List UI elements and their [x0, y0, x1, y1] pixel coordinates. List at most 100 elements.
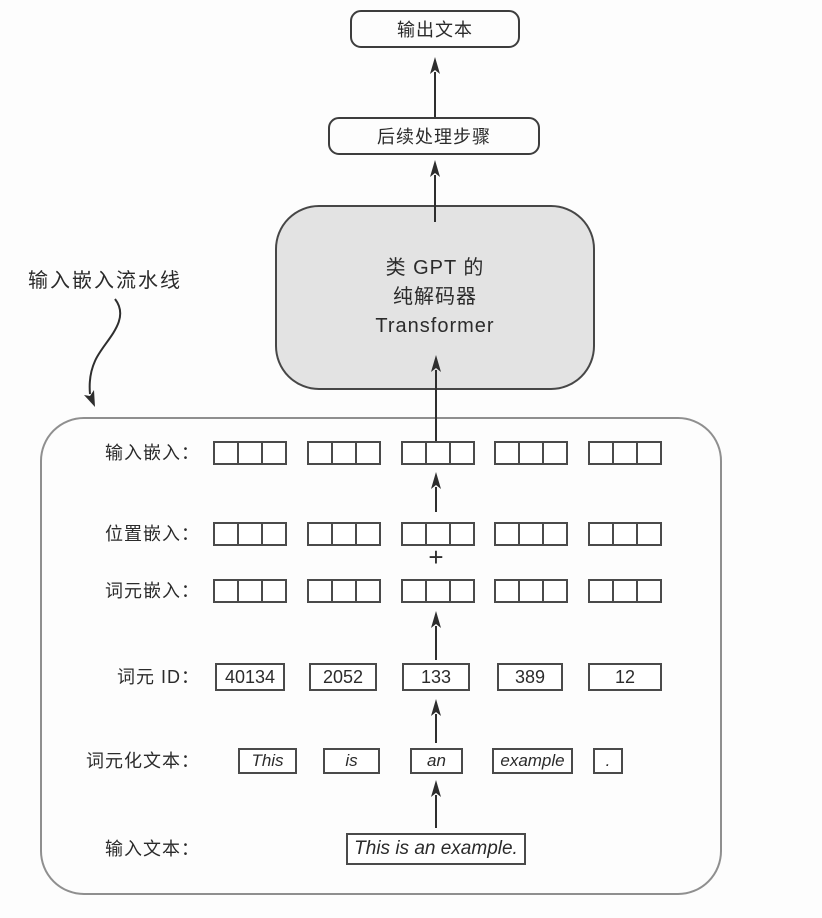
embedding-cell [306, 522, 333, 546]
transformer-box: 类 GPT 的 纯解码器 Transformer [275, 205, 595, 390]
token-id-value: 12 [614, 666, 636, 687]
embedding-cell [518, 579, 545, 603]
embedding-cell [400, 579, 427, 603]
embedding-cell [237, 579, 263, 603]
embedding-cell [448, 522, 475, 546]
token-box: This [238, 748, 297, 774]
transformer-line2: 纯解码器 [393, 286, 477, 308]
embedding-cell-group [400, 522, 475, 546]
input-sentence-value: This is an example. [354, 838, 518, 859]
embedding-cell [261, 579, 287, 603]
embedding-cell-group [400, 579, 475, 603]
transformer-line1: 类 GPT 的 [385, 257, 485, 279]
embedding-cell-group [494, 441, 569, 465]
output-text-label: 输出文本 [397, 20, 473, 40]
pipeline-container [40, 417, 722, 895]
embedding-cell [354, 441, 381, 465]
token-value: . [605, 751, 611, 770]
arrowhead-annotation-icon [84, 390, 95, 407]
embedding-cell-group [494, 579, 569, 603]
embedding-cell [237, 522, 263, 546]
embedding-cell [424, 522, 451, 546]
embedding-cell [261, 522, 287, 546]
token-box: example [492, 748, 573, 774]
token-box: . [593, 748, 623, 774]
token-id-value: 2052 [322, 666, 364, 687]
token-id-box: 2052 [309, 663, 377, 691]
token-id-value: 133 [420, 666, 452, 687]
embedding-cell-group [306, 522, 381, 546]
embedding-cell [330, 579, 357, 603]
embedding-cell [237, 441, 263, 465]
embedding-cell [542, 441, 569, 465]
token-id-box: 389 [497, 663, 563, 691]
embedding-cell [424, 441, 451, 465]
embedding-cell [213, 522, 239, 546]
transformer-line3: Transformer [375, 315, 495, 337]
position-embedding-cells-row [213, 522, 662, 546]
pipeline-annotation-label: 输入嵌入流水线 [28, 270, 182, 292]
input-sentence-box: This is an example. [346, 833, 526, 865]
plus-sign: + [428, 542, 444, 572]
embedding-cell-group [306, 441, 381, 465]
embedding-cell [588, 441, 614, 465]
token-box: an [410, 748, 463, 774]
embedding-cell [636, 441, 662, 465]
token-id-box: 133 [402, 663, 470, 691]
embedding-cell [448, 579, 475, 603]
token-box: is [323, 748, 380, 774]
token-value: is [345, 751, 358, 770]
embedding-cell [213, 441, 239, 465]
embedding-cell [306, 441, 333, 465]
embedding-cell-group [306, 579, 381, 603]
embedding-cell [354, 522, 381, 546]
embedding-cell [261, 441, 287, 465]
embedding-cell [448, 441, 475, 465]
arrowhead-up-icon [430, 57, 440, 74]
embedding-cell [424, 579, 451, 603]
input-embedding-label: 输入嵌入： [105, 443, 200, 463]
token-id-box: 12 [588, 663, 662, 691]
position-embedding-label: 位置嵌入： [105, 524, 200, 544]
embedding-cell [588, 522, 614, 546]
embedding-cell [354, 579, 381, 603]
token-id-label: 词元 ID： [116, 667, 200, 687]
embedding-cell-group [400, 441, 475, 465]
embedding-cell-group [213, 579, 287, 603]
embedding-cell [494, 579, 521, 603]
token-id-value: 40134 [224, 666, 276, 687]
embedding-cell [518, 441, 545, 465]
token-embedding-cells-row [213, 579, 662, 603]
embedding-cell [330, 441, 357, 465]
post-processing-box: 后续处理步骤 [328, 117, 540, 155]
output-text-box: 输出文本 [350, 10, 520, 48]
embedding-cell [612, 522, 638, 546]
post-processing-label: 后续处理步骤 [377, 127, 491, 147]
token-value: an [427, 751, 446, 770]
token-id-value: 389 [514, 666, 546, 687]
embedding-cell [612, 441, 638, 465]
embedding-cell [542, 579, 569, 603]
embedding-cell [636, 579, 662, 603]
embedding-cell-group [588, 579, 662, 603]
embedding-cell [400, 441, 427, 465]
embedding-cell-group [494, 522, 569, 546]
embedding-cell [542, 522, 569, 546]
arrowhead-up-icon [430, 160, 440, 177]
embedding-cell [588, 579, 614, 603]
embedding-cell [330, 522, 357, 546]
curved-annotation-arrow [88, 298, 122, 395]
embedding-cell-group [213, 522, 287, 546]
token-embedding-label: 词元嵌入： [105, 581, 200, 601]
embedding-cell-group [213, 441, 287, 465]
input-embedding-cells-row [213, 441, 662, 465]
embedding-cell [494, 522, 521, 546]
input-text-label: 输入文本： [105, 839, 200, 859]
embedding-cell [400, 522, 427, 546]
tokenized-text-label: 词元化文本： [86, 751, 200, 771]
embedding-cell [636, 522, 662, 546]
embedding-cell [494, 441, 521, 465]
token-id-box: 40134 [215, 663, 285, 691]
embedding-cell-group [588, 522, 662, 546]
